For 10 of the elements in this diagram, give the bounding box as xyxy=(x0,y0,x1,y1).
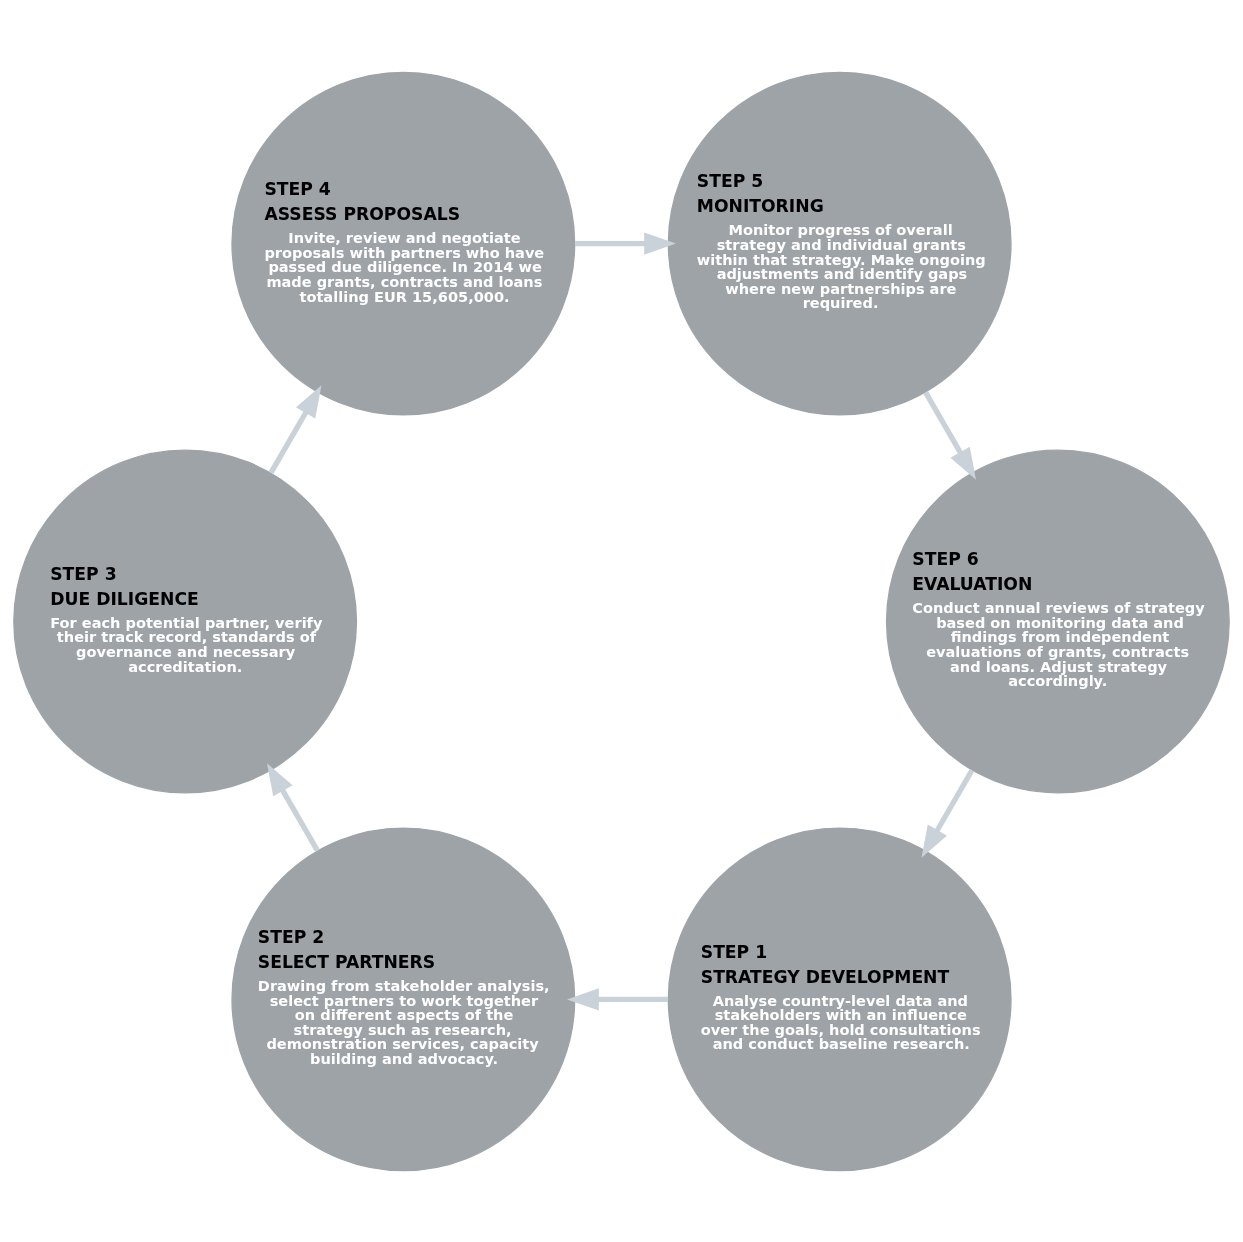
node-circle: STEP 3 DUE DILIGENCE For each potential partner, verify their track record, standards of governance and necessary accreditation. xyxy=(13,449,358,793)
arrow xyxy=(575,231,676,255)
arrow xyxy=(266,762,320,852)
node-circle: STEP 6 EVALUATION Conduct annual reviews of strategy based on monitoring data and findings from independent evaluations of grants, contracts and loans. Adjust strategy accordingly. xyxy=(885,449,1230,793)
node-circle: STEP 2 SELECT PARTNERS Drawing from stakeholder analysis, select partners to work together on different aspects of the strategy such as research, demonstration services, capacity building and advocacy. xyxy=(231,826,576,1171)
arrow xyxy=(567,987,668,1011)
arrow xyxy=(923,390,976,480)
arrow xyxy=(921,768,975,858)
arrow xyxy=(268,384,322,474)
node-circle: STEP 5 MONITORING Monitor progress of overall strategy and individual grants within that strategy. Make ongoing adjustments and identify gaps where new partnerships are required. xyxy=(667,71,1012,416)
